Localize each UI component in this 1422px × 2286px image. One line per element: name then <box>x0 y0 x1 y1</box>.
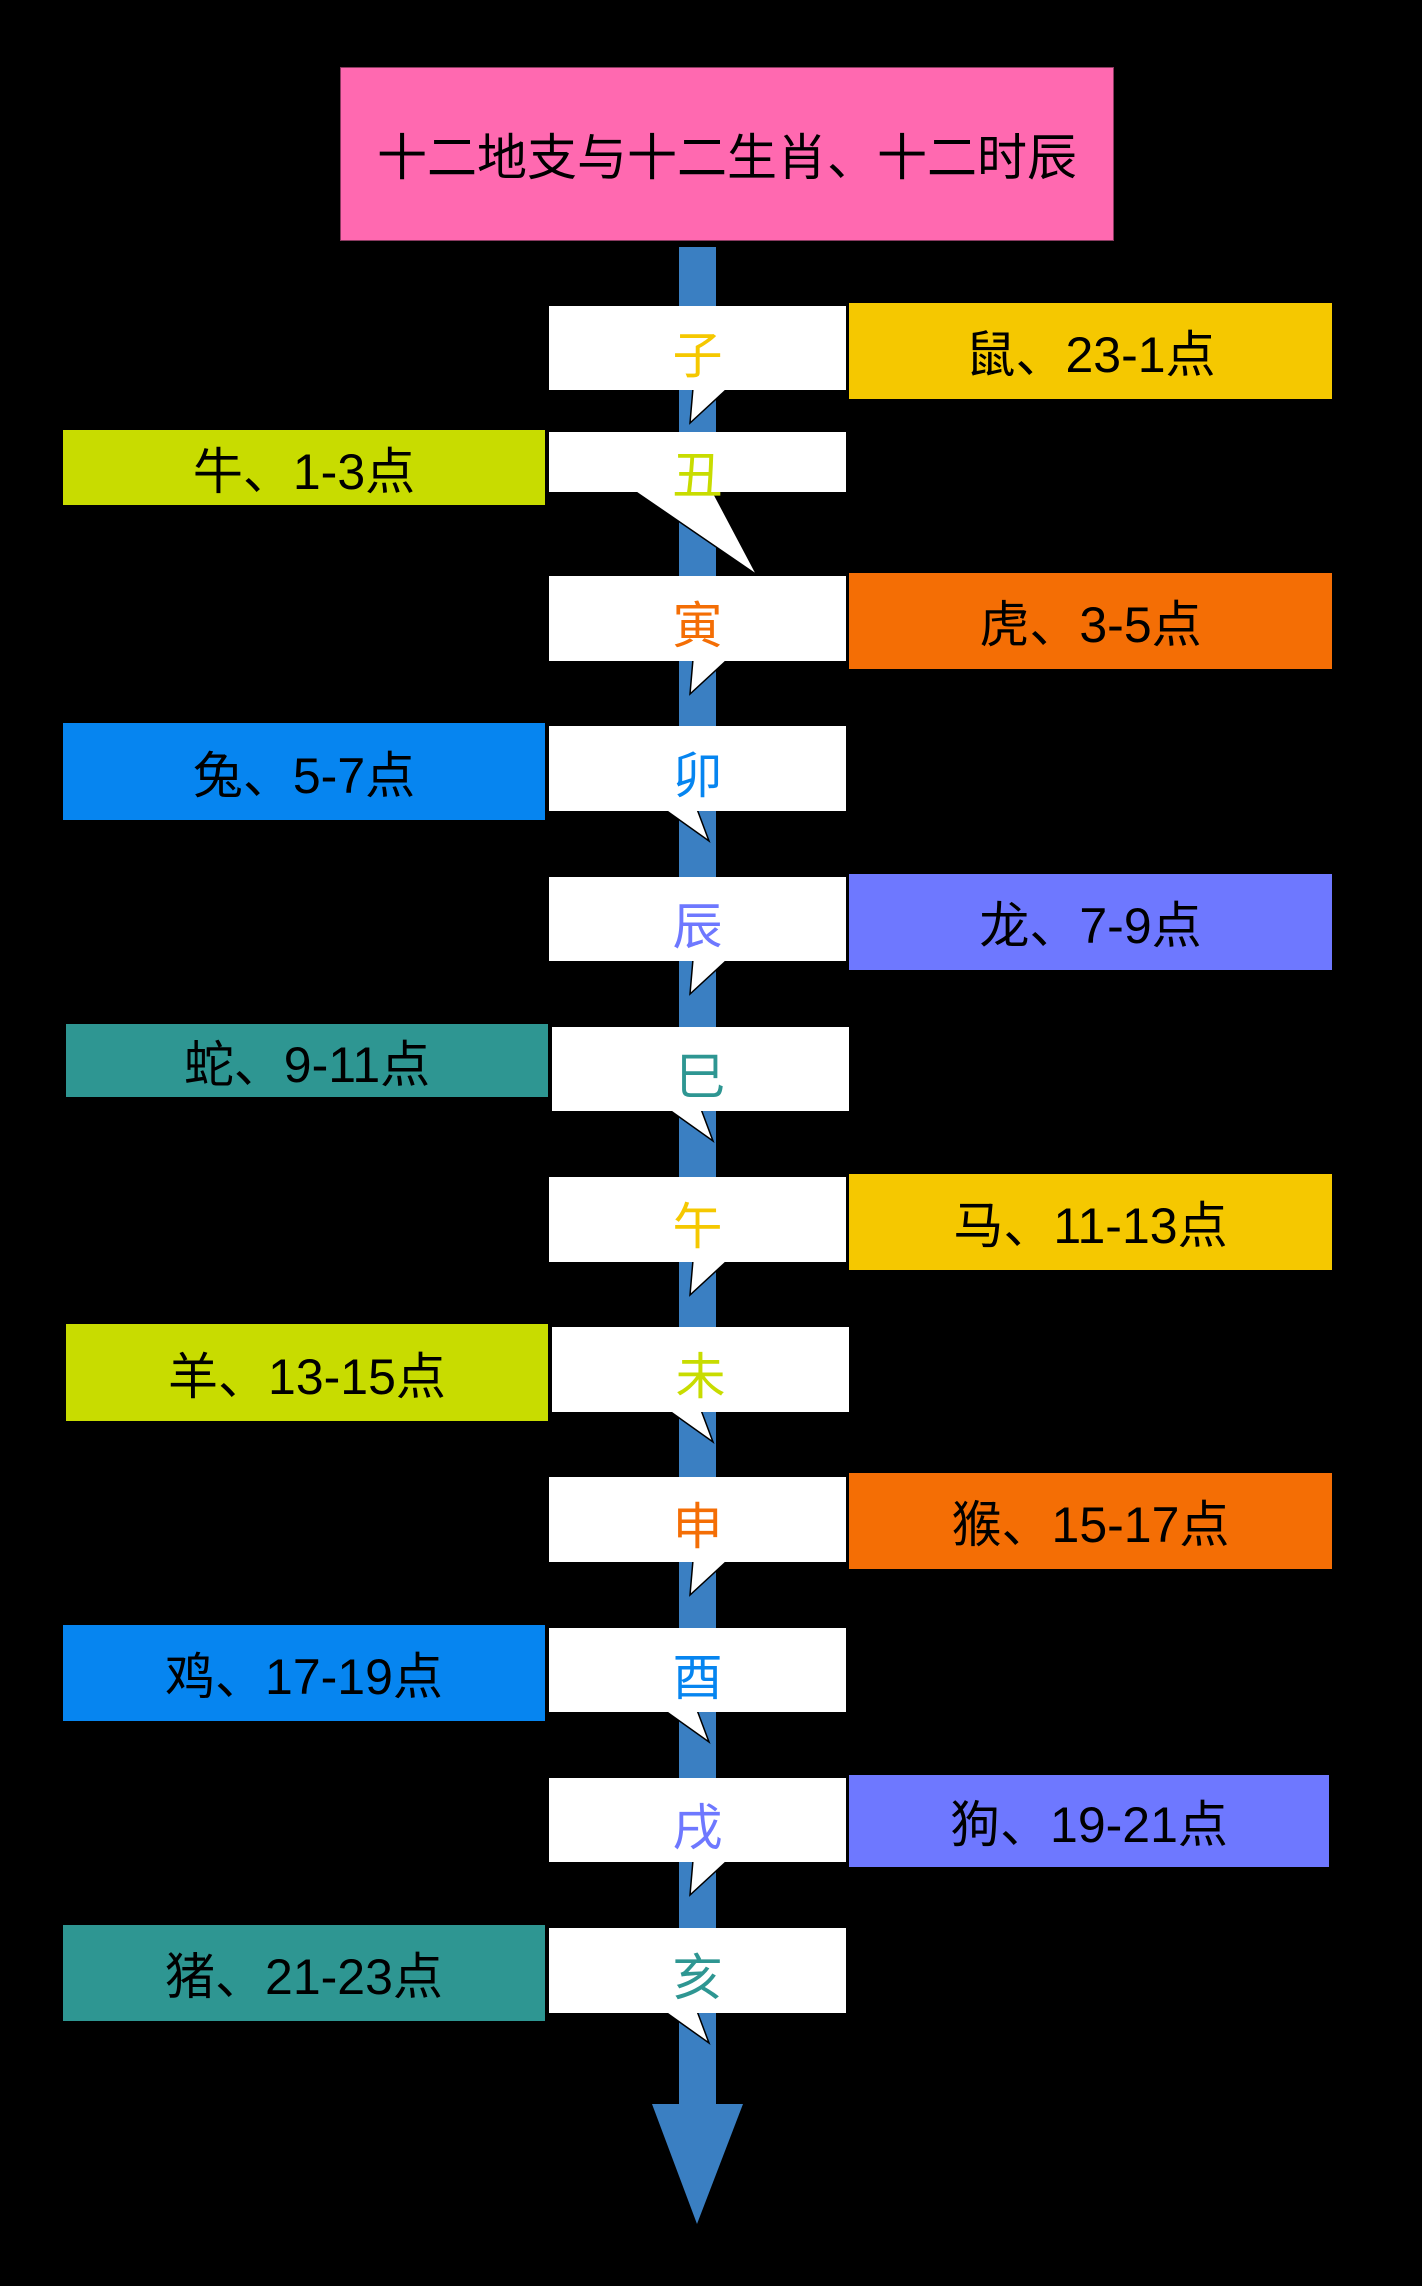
zodiac-label: 鸡、17-19点 <box>165 1649 443 1705</box>
branch-label: 丑 <box>672 448 723 504</box>
zodiac-label: 马、11-13点 <box>953 1198 1228 1254</box>
zodiac-box-rooster: 鸡、17-19点 <box>63 1625 545 1721</box>
branch-label: 申 <box>672 1499 723 1555</box>
branch-box-zi: 子 <box>549 306 846 390</box>
branch-box-you: 酉 <box>549 1628 846 1712</box>
branch-box-shen: 申 <box>549 1477 846 1562</box>
branch-label: 亥 <box>672 1950 723 2006</box>
branch-box-si: 巳 <box>552 1027 849 1111</box>
branch-box-yin: 寅 <box>549 576 846 661</box>
zodiac-label: 猪、21-23点 <box>165 1949 443 2005</box>
zodiac-box-monkey: 猴、15-17点 <box>849 1473 1332 1569</box>
branch-label: 午 <box>672 1199 723 1255</box>
zodiac-label: 羊、13-15点 <box>168 1348 446 1405</box>
zodiac-box-rat: 鼠、23-1点 <box>849 303 1332 399</box>
branch-label: 卯 <box>672 748 723 804</box>
zodiac-box-dragon: 龙、7-9点 <box>849 874 1332 970</box>
zodiac-box-goat: 羊、13-15点 <box>66 1324 548 1421</box>
branch-box-xu: 戌 <box>549 1778 846 1862</box>
zodiac-box-snake: 蛇、9-11点 <box>66 1024 548 1097</box>
zodiac-label: 虎、3-5点 <box>979 597 1202 653</box>
branch-label: 辰 <box>672 899 723 955</box>
branch-box-wu: 午 <box>549 1177 846 1262</box>
branch-label: 巳 <box>675 1049 726 1105</box>
branch-label: 寅 <box>672 598 723 654</box>
branch-label: 戌 <box>672 1800 723 1856</box>
branch-label: 子 <box>672 328 723 384</box>
zodiac-box-rabbit: 兔、5-7点 <box>63 723 545 820</box>
zodiac-label: 猴、15-17点 <box>951 1497 1230 1553</box>
zodiac-label: 蛇、9-11点 <box>183 1036 431 1093</box>
branch-label: 酉 <box>672 1650 723 1706</box>
branch-box-chen: 辰 <box>549 877 846 961</box>
zodiac-label: 兔、5-7点 <box>192 747 416 804</box>
zodiac-label: 牛、1-3点 <box>192 443 416 500</box>
branch-box-chou: 丑 <box>549 432 846 504</box>
zodiac-box-horse: 马、11-13点 <box>849 1174 1332 1270</box>
zodiac-label: 龙、7-9点 <box>979 898 1202 954</box>
zodiac-box-ox: 牛、1-3点 <box>63 430 545 505</box>
zodiac-box-dog: 狗、19-21点 <box>849 1775 1329 1867</box>
branch-box-mao: 卯 <box>549 726 846 811</box>
branch-box-wei: 未 <box>552 1327 849 1412</box>
branch-box-hai: 亥 <box>549 1928 846 2013</box>
zodiac-label: 狗、19-21点 <box>950 1797 1228 1853</box>
zodiac-box-tiger: 虎、3-5点 <box>849 573 1332 669</box>
zodiac-box-pig: 猪、21-23点 <box>63 1925 545 2021</box>
diagram-title: 十二地支与十二生肖、十二时辰 <box>340 67 1114 241</box>
zodiac-label: 鼠、23-1点 <box>965 327 1216 383</box>
branch-label: 未 <box>675 1349 726 1405</box>
